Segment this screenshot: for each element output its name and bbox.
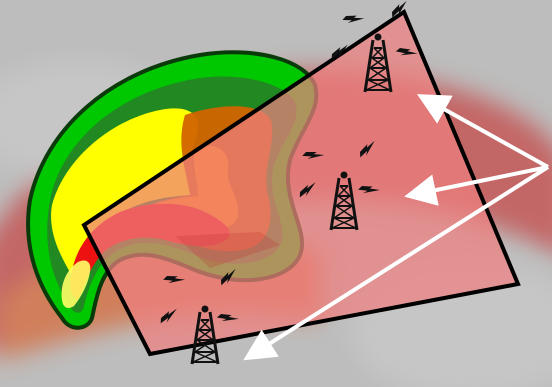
storm-radar-scene [0,0,552,387]
